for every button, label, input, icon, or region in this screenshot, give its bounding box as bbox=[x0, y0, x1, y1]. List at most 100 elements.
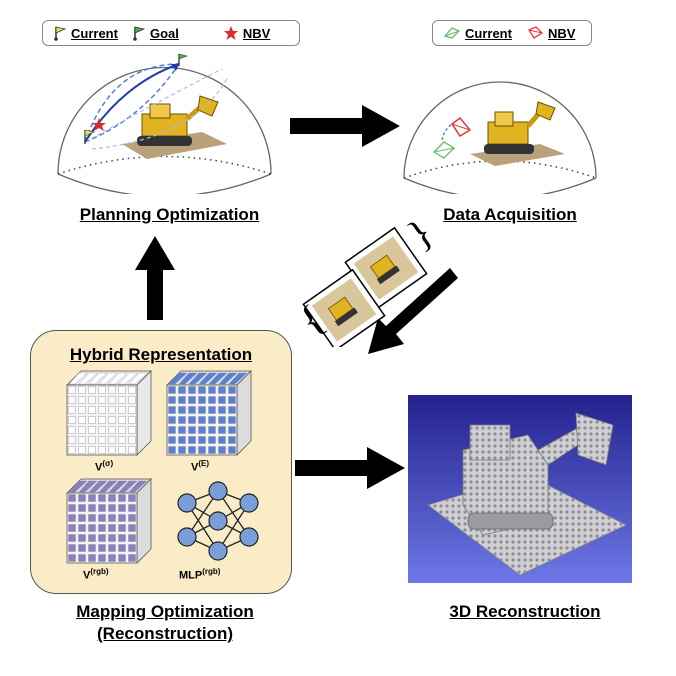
legend-nbv-label: NBV bbox=[242, 25, 271, 41]
voxel-cell bbox=[68, 554, 76, 562]
voxel-cell bbox=[88, 386, 96, 394]
voxel-top-cell bbox=[228, 372, 248, 385]
voxel-cell bbox=[208, 446, 216, 454]
flag-green-icon bbox=[133, 26, 146, 41]
captured-images: } { bbox=[302, 212, 441, 347]
voxel-cell bbox=[68, 386, 76, 394]
reconstruction-render bbox=[408, 395, 632, 583]
voxel-cell bbox=[68, 534, 76, 542]
voxel-cell bbox=[198, 386, 206, 394]
voxel-cell bbox=[178, 396, 186, 404]
voxel-cell bbox=[208, 436, 216, 444]
voxel-cell bbox=[68, 524, 76, 532]
recon-bucket bbox=[575, 412, 614, 466]
voxel-cell bbox=[88, 416, 96, 424]
voxel-cell bbox=[68, 416, 76, 424]
voxel-cell bbox=[178, 446, 186, 454]
candidate-path-2 bbox=[84, 63, 180, 143]
voxel-cell bbox=[178, 416, 186, 424]
voxel-cell bbox=[108, 504, 116, 512]
legend-camera-nbv: NBV bbox=[526, 26, 575, 41]
voxel-cell bbox=[98, 446, 106, 454]
voxel-top-cell bbox=[68, 480, 88, 493]
voxel-cell bbox=[208, 426, 216, 434]
voxel-cell bbox=[188, 426, 196, 434]
goal-flag-marker bbox=[178, 53, 189, 66]
voxel-cell bbox=[168, 446, 176, 454]
voxel-grid-rgb bbox=[66, 478, 152, 564]
voxel-cell bbox=[128, 494, 136, 502]
candidate-path-4 bbox=[91, 78, 228, 150]
legend-camera-current-label: Current bbox=[465, 25, 512, 41]
voxel-cell bbox=[128, 554, 136, 562]
voxel-top-cell bbox=[208, 372, 228, 385]
voxel-cell bbox=[198, 416, 206, 424]
voxel-cell bbox=[228, 446, 236, 454]
voxel-cell bbox=[108, 446, 116, 454]
flag-yellow-icon bbox=[54, 26, 67, 41]
voxel-cell bbox=[168, 406, 176, 414]
voxel-cell bbox=[168, 426, 176, 434]
voxel-cell bbox=[128, 514, 136, 522]
arrow-right-top bbox=[290, 105, 400, 147]
voxel-cell bbox=[128, 544, 136, 552]
voxel-cell bbox=[88, 544, 96, 552]
voxel-cell bbox=[228, 386, 236, 394]
voxel-cell bbox=[178, 406, 186, 414]
voxel-cell bbox=[68, 544, 76, 552]
legend-current: Current bbox=[53, 25, 118, 41]
voxel-cell bbox=[118, 554, 126, 562]
voxel-cell bbox=[98, 514, 106, 522]
voxel-cell bbox=[218, 436, 226, 444]
voxel-cell bbox=[98, 406, 106, 414]
voxel-cell bbox=[228, 436, 236, 444]
voxel-cell bbox=[108, 554, 116, 562]
label-v-sigma: V(σ) bbox=[95, 459, 114, 474]
legend-camera-nbv-label: NBV bbox=[547, 25, 576, 41]
legend-nbv: NBV bbox=[223, 25, 270, 41]
optimized-path bbox=[84, 63, 180, 143]
voxel-cell bbox=[188, 416, 196, 424]
voxel-cell bbox=[118, 426, 126, 434]
voxel-cell bbox=[98, 396, 106, 404]
voxel-top-cell bbox=[98, 480, 118, 493]
voxel-cell bbox=[228, 426, 236, 434]
current-flag-marker bbox=[84, 129, 95, 144]
voxel-cell bbox=[208, 396, 216, 404]
candidate-path-1 bbox=[84, 63, 180, 143]
voxel-cell bbox=[68, 396, 76, 404]
voxel-cell bbox=[98, 494, 106, 502]
voxel-cell bbox=[188, 436, 196, 444]
voxel-cell bbox=[108, 426, 116, 434]
acquisition-dome bbox=[403, 81, 597, 194]
voxel-cell bbox=[68, 426, 76, 434]
voxel-cell bbox=[118, 446, 126, 454]
voxel-cell bbox=[108, 396, 116, 404]
legend-goal: Goal bbox=[132, 25, 179, 41]
voxel-cell bbox=[178, 436, 186, 444]
voxel-top-cell bbox=[108, 480, 128, 493]
legend-goal-label: Goal bbox=[149, 25, 179, 41]
voxel-cell bbox=[88, 534, 96, 542]
voxel-cell bbox=[128, 524, 136, 532]
voxel-cell bbox=[98, 386, 106, 394]
recon-tracks bbox=[467, 512, 554, 530]
voxel-cell bbox=[108, 494, 116, 502]
voxel-cell bbox=[78, 386, 86, 394]
voxel-top-cell bbox=[78, 480, 98, 493]
arrow-right-bottom bbox=[295, 447, 405, 489]
camera-nbv-frustum bbox=[450, 116, 472, 138]
voxel-top-cell bbox=[68, 372, 88, 385]
voxel-grid-sigma bbox=[66, 370, 152, 456]
voxel-cell bbox=[198, 436, 206, 444]
voxel-cell bbox=[118, 534, 126, 542]
voxel-cell bbox=[78, 534, 86, 542]
planning-dome bbox=[57, 53, 272, 194]
voxel-cell bbox=[118, 386, 126, 394]
voxel-cell bbox=[198, 406, 206, 414]
voxel-cell bbox=[88, 446, 96, 454]
voxel-cell bbox=[218, 386, 226, 394]
star-red-icon bbox=[223, 26, 238, 40]
voxel-cell bbox=[98, 554, 106, 562]
voxel-cell bbox=[68, 436, 76, 444]
